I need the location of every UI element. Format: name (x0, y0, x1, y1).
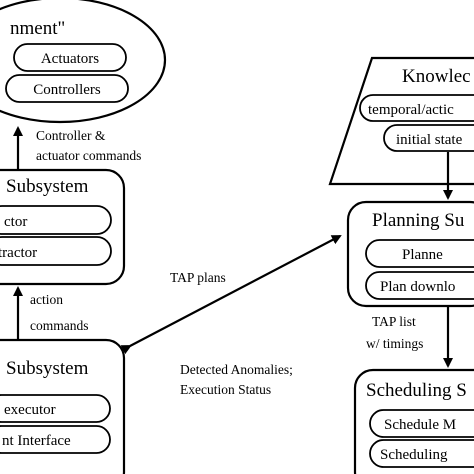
exec-subsystem-title: Subsystem (6, 176, 89, 197)
lower-subsystem-node: Subsystem executor nt Interface (0, 338, 126, 474)
action-arrow-label-2: commands (30, 318, 89, 333)
planning-item-download: Plan downlo (380, 279, 455, 295)
controller-arrow-label-1: Controller & (36, 128, 106, 143)
knowledge-item-initial: initial state (396, 132, 463, 148)
knowledge-node: Knowlec temporal/actic initial state (328, 56, 474, 186)
planning-item-planner: Planne (402, 247, 443, 263)
environment-item-actuators-pill (13, 43, 127, 72)
planning-item-download-pill (365, 271, 474, 300)
exec-item-2-pill (0, 236, 112, 266)
lower-item-executor: executor (4, 402, 56, 418)
lower-item-executor-pill (0, 394, 111, 423)
scheduling-node: Scheduling S Schedule M Scheduling (353, 368, 474, 474)
environment-item-actuators: Actuators (41, 51, 99, 67)
planning-title: Planning Su (372, 210, 465, 231)
action-arrow-label-1: action (30, 292, 63, 307)
planning-node: Planning Su Planne Plan downlo (346, 200, 474, 308)
tap-plans-arrow (120, 235, 342, 355)
scheduling-item-2: Scheduling (380, 447, 448, 463)
knowledge-item-initial-pill (383, 124, 474, 152)
controller-arrow-label-2: actuator commands (36, 148, 141, 163)
knowledge-title: Knowlec (402, 66, 471, 87)
anomalies-label-2: Execution Status (180, 382, 271, 397)
knowledge-item-temporal: temporal/actic (368, 102, 454, 118)
environment-item-controllers: Controllers (33, 82, 101, 98)
environment-node: nment" Actuators Controllers (0, 0, 167, 124)
scheduling-item-1-pill (369, 409, 474, 438)
tap-list-label-2: w/ timings (366, 336, 423, 351)
exec-item-2: tractor (0, 245, 37, 261)
scheduling-item-2-pill (369, 439, 474, 468)
scheduling-item-1: Schedule M (384, 417, 456, 433)
lower-item-interface: nt Interface (2, 433, 71, 449)
environment-title: nment" (10, 18, 65, 39)
anomalies-label-1: Detected Anomalies; (180, 362, 293, 377)
lower-item-interface-pill (0, 425, 111, 454)
lower-subsystem-title: Subsystem (6, 358, 89, 379)
environment-item-controllers-pill (5, 74, 129, 103)
scheduling-title: Scheduling S (366, 380, 467, 401)
planning-item-planner-pill (365, 239, 474, 268)
tap-list-label-1: TAP list (372, 314, 416, 329)
exec-subsystem-node: Subsystem ctor tractor (0, 168, 126, 286)
exec-item-1-pill (0, 205, 112, 235)
knowledge-item-temporal-pill (359, 94, 474, 122)
exec-item-1: ctor (4, 214, 27, 230)
tap-plans-label: TAP plans (170, 270, 226, 285)
